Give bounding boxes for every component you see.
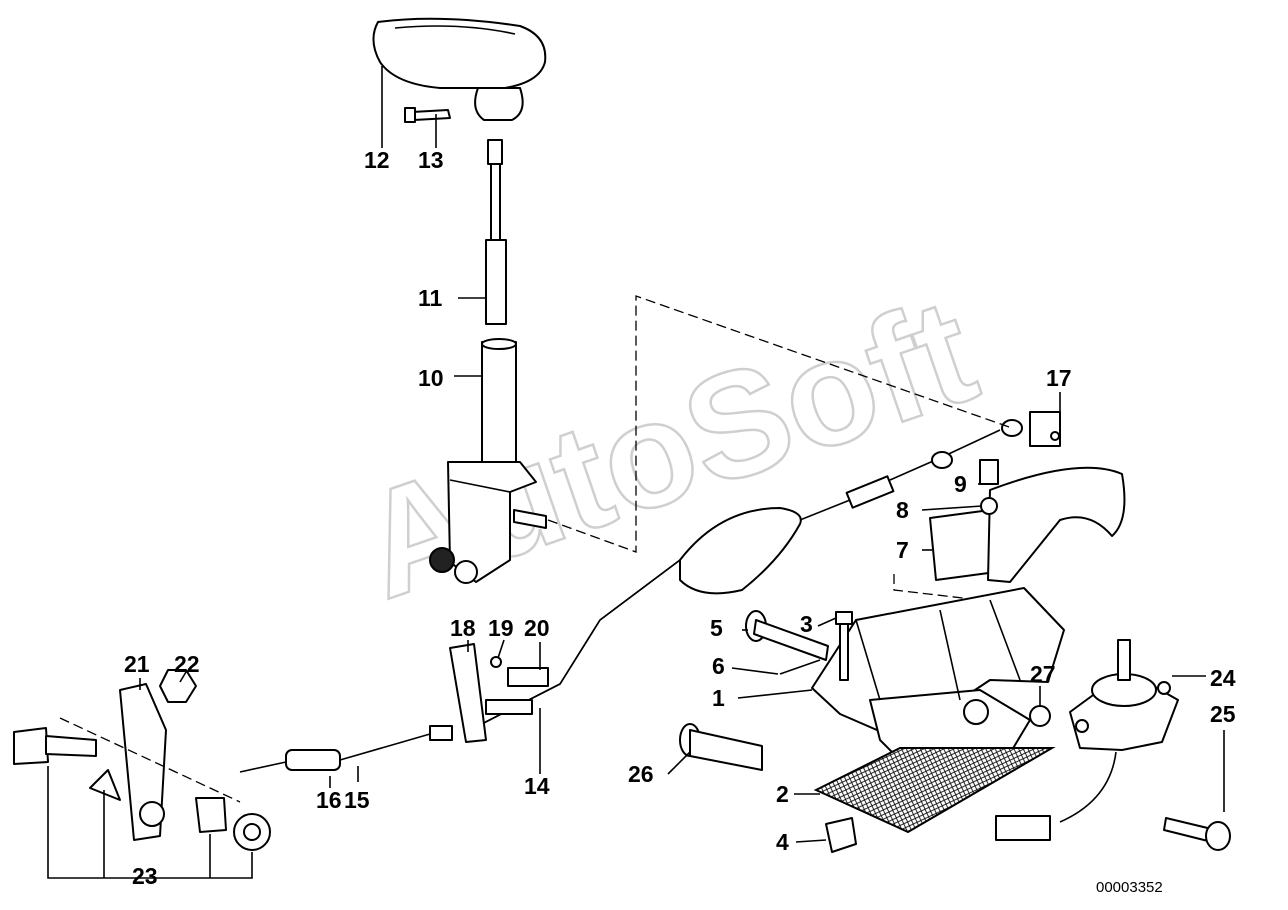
- leader-lines: [139, 66, 1225, 843]
- callout-22: 22: [174, 651, 200, 677]
- callout-24: 24: [1210, 665, 1236, 691]
- callout-labels: 12 13 11 10 17 9 8 7 5 3 6 1 26 2 4 27 2…: [124, 147, 1236, 889]
- cable-end: [239, 725, 453, 773]
- shift-rod: [485, 139, 507, 325]
- callout-5: 5: [710, 615, 723, 641]
- callout-26: 26: [628, 761, 654, 787]
- cable-bracket: [449, 643, 549, 743]
- callout-6: 6: [712, 653, 725, 679]
- callout-3: 3: [800, 611, 813, 637]
- callout-17: 17: [1046, 365, 1072, 391]
- pin-5: [745, 610, 829, 661]
- callout-11: 11: [418, 285, 443, 311]
- callout-23: 23: [132, 863, 158, 889]
- callout-10: 10: [418, 365, 444, 391]
- callout-27: 27: [1030, 661, 1056, 687]
- watermark-text: AutoSoft: [341, 265, 994, 630]
- callout-2: 2: [776, 781, 789, 807]
- callout-12: 12: [364, 147, 390, 173]
- bolt-25: [1163, 817, 1231, 851]
- cover-plate: [929, 459, 1126, 583]
- callout-18: 18: [450, 615, 476, 641]
- linkage-bracket: [13, 669, 271, 879]
- callout-19: 19: [488, 615, 514, 641]
- callout-14: 14: [524, 773, 550, 799]
- alignment-line: [547, 295, 1013, 553]
- pin-26: [679, 723, 763, 771]
- diagram-reference-number: 00003352: [1096, 879, 1163, 896]
- washer-27: [1029, 705, 1051, 727]
- callout-4: 4: [776, 829, 789, 855]
- callout-20: 20: [524, 615, 550, 641]
- callout-1: 1: [712, 685, 725, 711]
- callout-7: 7: [896, 537, 909, 563]
- screw-13: [404, 107, 451, 123]
- callout-21: 21: [124, 651, 150, 677]
- alignment-line: [893, 574, 981, 601]
- callout-15: 15: [344, 787, 370, 813]
- callout-13: 13: [418, 147, 444, 173]
- clip-4: [825, 817, 857, 853]
- lever-base: [429, 338, 547, 584]
- callout-9: 9: [954, 471, 967, 497]
- shift-knob: [372, 17, 547, 121]
- callout-8: 8: [896, 497, 909, 523]
- actuator: [995, 639, 1179, 841]
- gasket: [813, 747, 1056, 834]
- callout-16: 16: [316, 787, 342, 813]
- callout-25: 25: [1210, 701, 1236, 727]
- pin-6: [779, 659, 821, 675]
